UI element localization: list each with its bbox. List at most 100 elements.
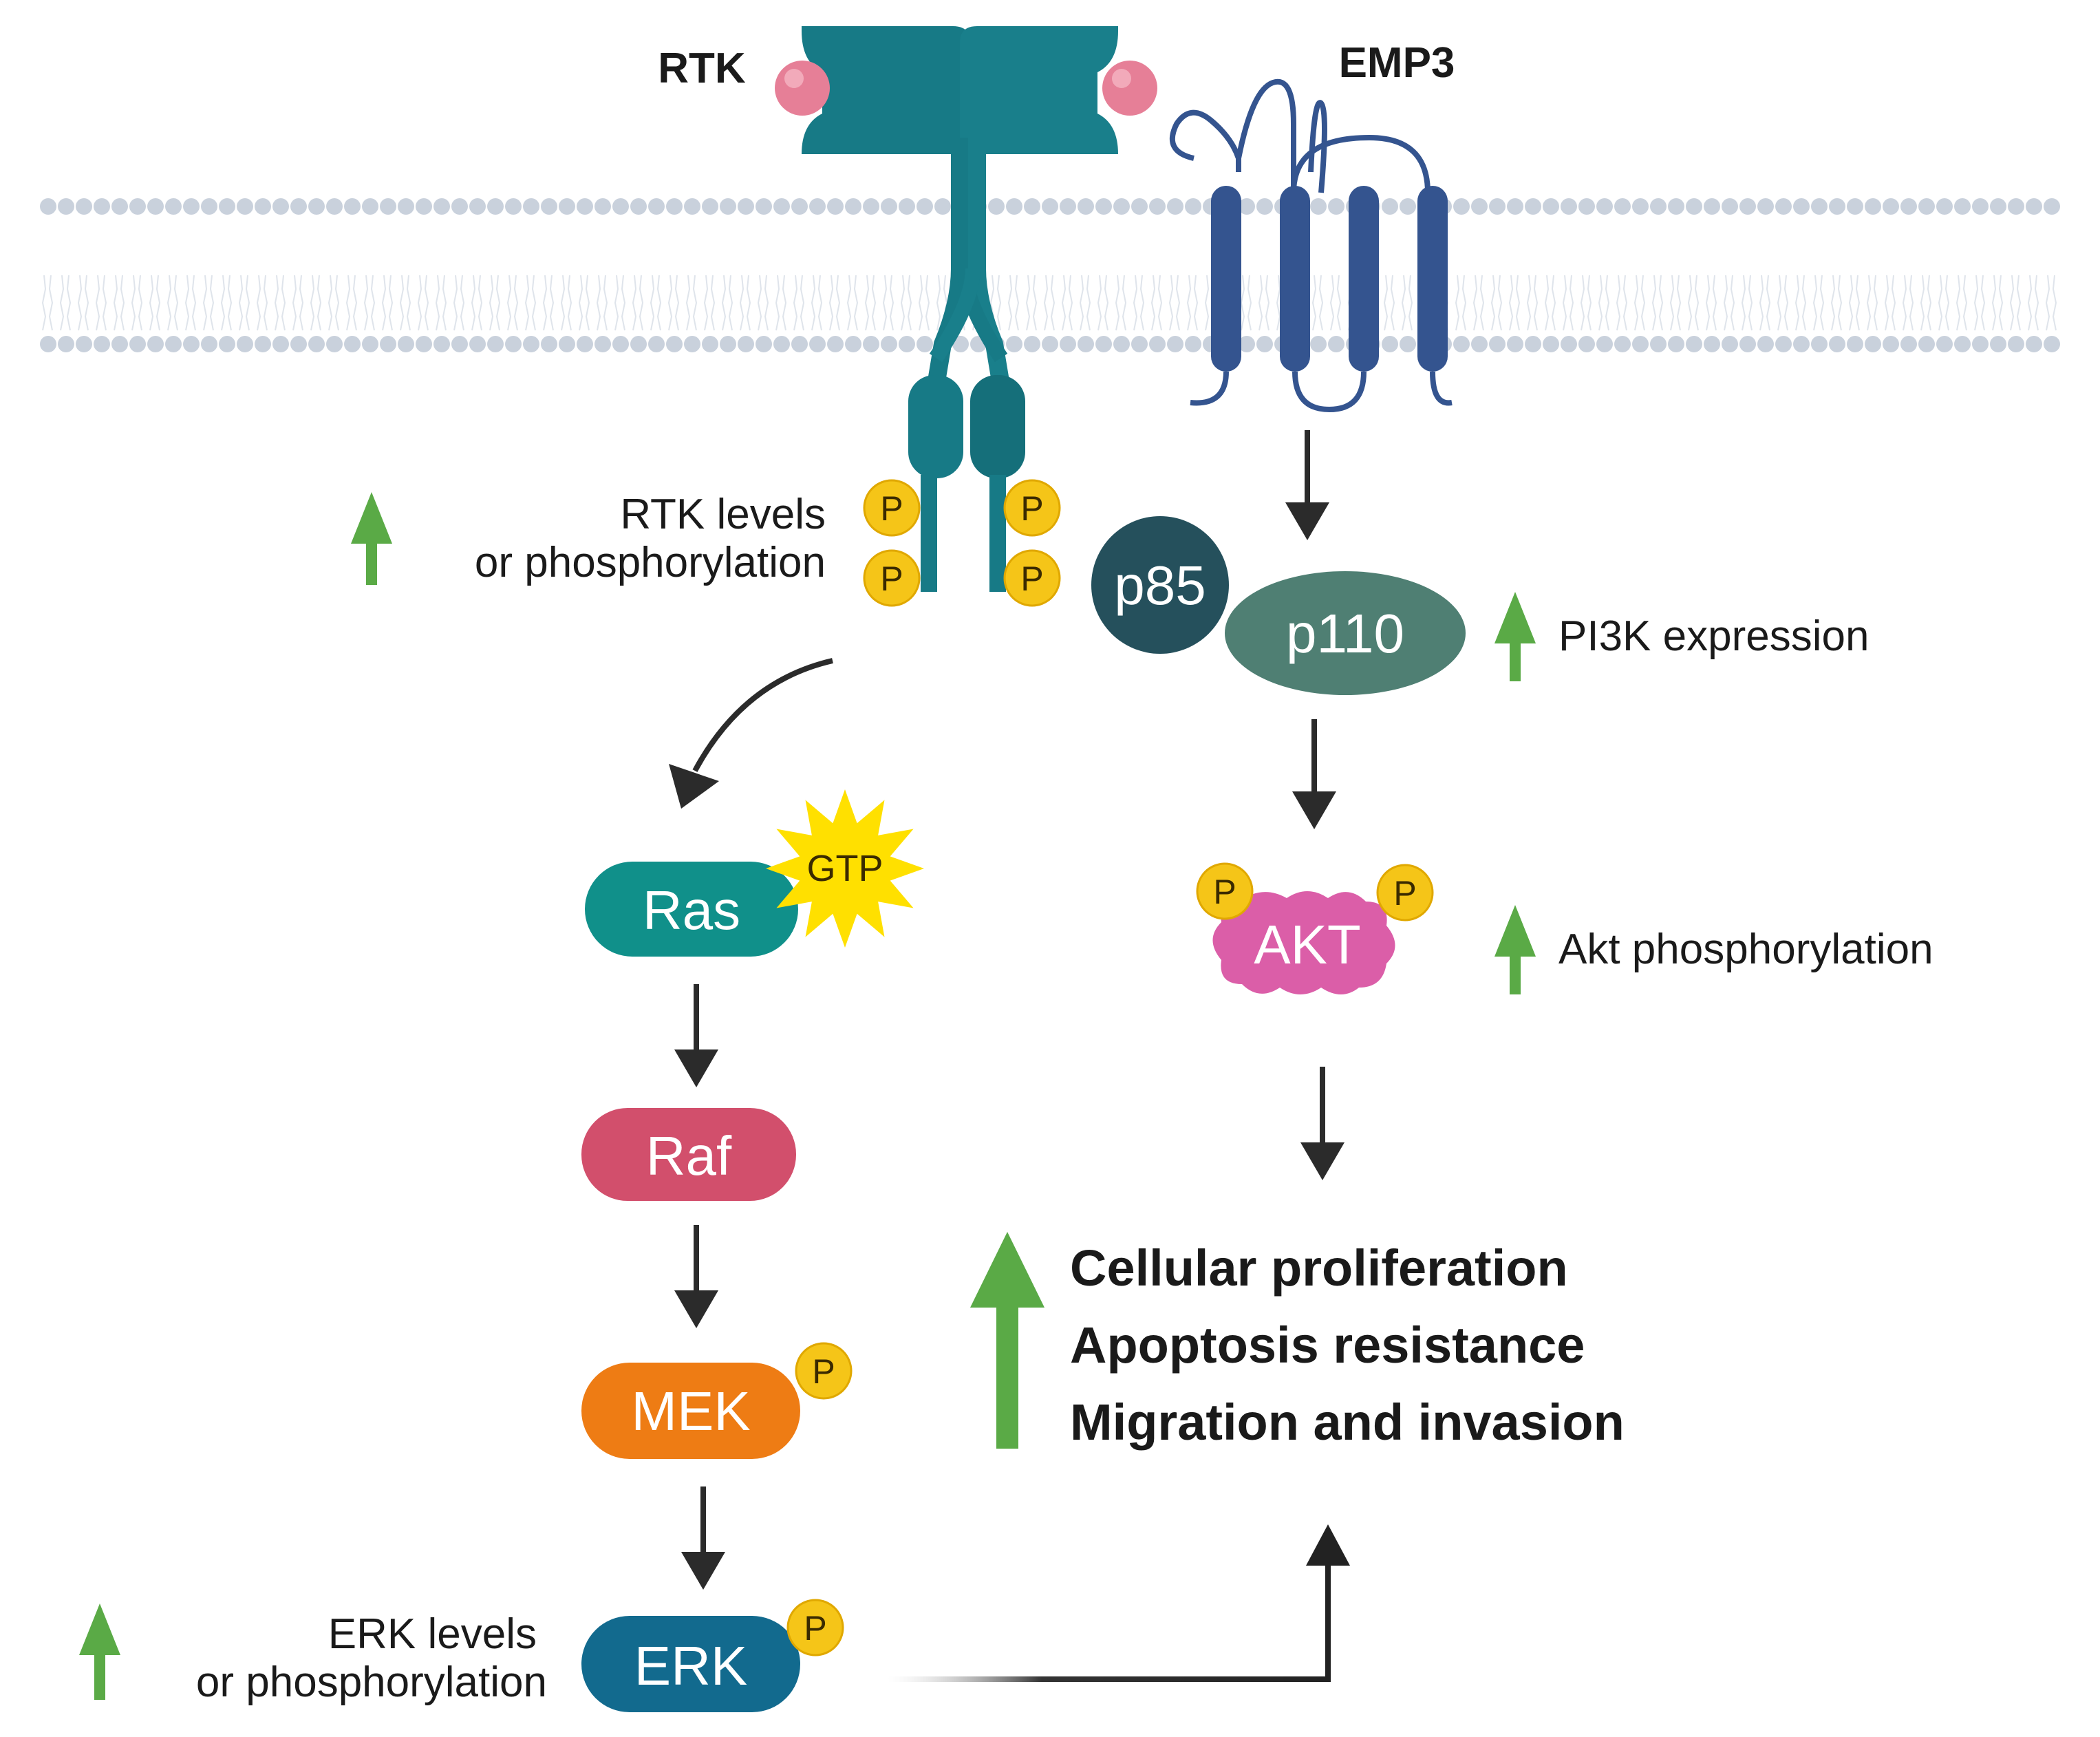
outcomes-list: Cellular proliferation Apoptosis resista… — [1070, 1239, 1625, 1451]
lipid-head — [1918, 336, 1935, 352]
rtk-label: RTK — [658, 45, 746, 92]
lipid-head — [1006, 336, 1022, 352]
erk-levels-label-line2: or phosphorylation — [196, 1659, 547, 1706]
lipid-head — [1668, 336, 1684, 352]
lipid-head — [881, 198, 897, 215]
lipid-head — [1650, 336, 1667, 352]
lipid-head — [1596, 336, 1613, 352]
lipid-head — [183, 336, 200, 352]
lipid-head — [1704, 198, 1720, 215]
lipid-head — [523, 198, 539, 215]
lipid-head — [1543, 198, 1559, 215]
lipid-head — [129, 336, 146, 352]
erk-levels-label-line1: ERK levels — [328, 1610, 537, 1658]
lipid-head — [255, 198, 271, 215]
lipid-head — [1900, 198, 1917, 215]
lipid-head — [1078, 336, 1094, 352]
lipid-head — [1024, 198, 1040, 215]
emp3-helix-3 — [1349, 186, 1379, 372]
lipid-head — [255, 336, 271, 352]
lipid-head — [809, 198, 826, 215]
lipid-head — [577, 336, 593, 352]
lipid-head — [362, 336, 378, 352]
rtk-up-arrow-icon — [351, 492, 392, 585]
lipid-head — [1525, 336, 1541, 352]
gtp-star-icon: GTP — [766, 789, 924, 948]
lipid-head — [1006, 198, 1022, 215]
rtk-kinase-right — [970, 375, 1025, 478]
lipid-head — [1847, 198, 1863, 215]
lipid-head — [237, 198, 253, 215]
lipid-head — [290, 336, 307, 352]
lipid-head — [237, 336, 253, 352]
svg-text:P: P — [1393, 874, 1416, 913]
lipid-head — [899, 336, 915, 352]
emp3-protein — [1169, 78, 1453, 413]
lipid-head — [559, 198, 575, 215]
lipid-head — [362, 198, 378, 215]
phospho-rtk-4: P — [1003, 549, 1061, 607]
akt-up-arrow-icon — [1494, 905, 1536, 994]
pi3k-up-arrow-icon — [1494, 592, 1536, 681]
lipid-head — [1525, 198, 1541, 215]
lipid-head — [541, 336, 557, 352]
ras-label: Ras — [643, 880, 740, 941]
arrow-rtk-to-ras — [669, 658, 833, 809]
lipid-head — [1865, 198, 1881, 215]
lipid-head — [1507, 198, 1523, 215]
lipid-head — [773, 336, 790, 352]
phospho-rtk-1: P — [863, 479, 921, 537]
lipid-head — [433, 198, 450, 215]
lipid-head — [219, 198, 235, 215]
lipid-head — [702, 198, 718, 215]
arrow-erk-to-outcomes — [888, 1524, 1350, 1682]
lipid-head — [1704, 336, 1720, 352]
lipid-head — [1310, 336, 1327, 352]
lipid-head — [1400, 336, 1416, 352]
phospho-erk: P — [786, 1599, 844, 1656]
lipid-head — [1328, 336, 1344, 352]
lipid-head — [1131, 198, 1148, 215]
lipid-head — [1632, 198, 1649, 215]
erk-label: ERK — [634, 1635, 748, 1696]
emp3-helix-4 — [1417, 186, 1448, 372]
mek-label: MEK — [631, 1381, 750, 1442]
lipid-head — [1543, 336, 1559, 352]
lipid-head — [219, 336, 235, 352]
lipid-head — [594, 198, 611, 215]
lipid-head — [1400, 198, 1416, 215]
lipid-head — [630, 336, 647, 352]
erk-up-arrow-icon — [79, 1603, 120, 1700]
cell-membrane — [39, 198, 2061, 352]
lipid-head — [630, 198, 647, 215]
ligand-right — [1102, 61, 1157, 116]
lipid-head — [308, 336, 325, 352]
lipid-head — [577, 198, 593, 215]
lipid-head — [917, 198, 933, 215]
lipid-head — [1883, 198, 1899, 215]
svg-text:P: P — [880, 560, 903, 598]
rtk-levels-label-line1: RTK levels — [620, 491, 826, 538]
emp3-helix-2 — [1280, 186, 1310, 372]
lipid-head — [791, 336, 808, 352]
lipid-head — [1471, 198, 1488, 215]
lipid-head — [147, 198, 164, 215]
lipid-head — [845, 198, 861, 215]
lipid-head — [94, 336, 110, 352]
lipid-head — [1775, 336, 1792, 352]
arrow-raf-to-mek — [674, 1225, 718, 1328]
raf-node: Raf — [581, 1108, 796, 1201]
rtk-levels-label-line2: or phosphorylation — [475, 539, 826, 586]
lipid-head — [165, 198, 182, 215]
lipid-head — [1185, 336, 1201, 352]
lipid-head — [1024, 336, 1040, 352]
phospho-rtk-3: P — [1003, 479, 1061, 537]
lipid-head — [1256, 198, 1273, 215]
lipid-head — [201, 336, 217, 352]
lipid-head — [1847, 336, 1863, 352]
lipid-head — [1561, 198, 1577, 215]
lipid-head — [1686, 198, 1702, 215]
lipid-head — [756, 336, 772, 352]
lipid-head — [1060, 336, 1076, 352]
